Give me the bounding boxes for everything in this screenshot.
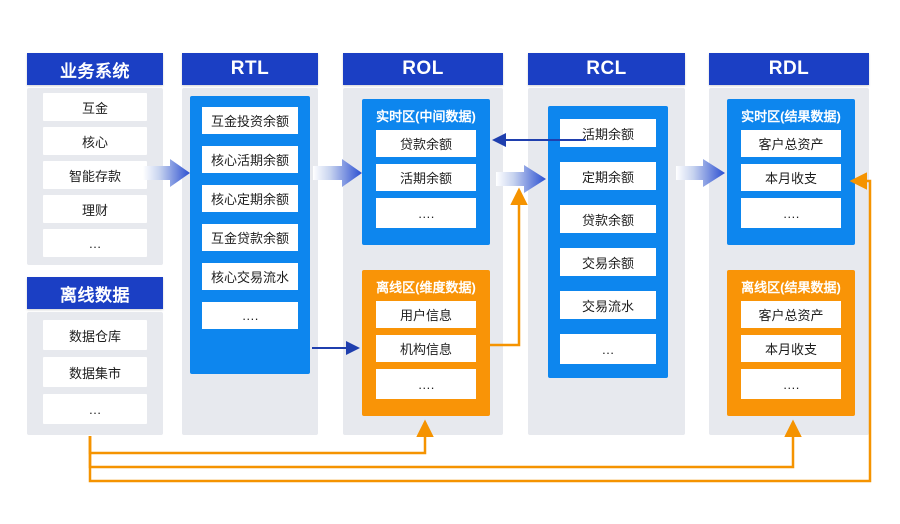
wire-offline-source-to-rol-offline	[88, 419, 434, 455]
list-item[interactable]: 理财	[43, 195, 147, 223]
arrow-rol-to-rcl	[496, 165, 546, 193]
list-item[interactable]: 交易流水	[560, 291, 656, 319]
list-item[interactable]: 活期余额	[376, 164, 476, 191]
list-item[interactable]: 数据仓库	[43, 320, 147, 350]
list-item[interactable]: 客户总资产	[741, 130, 841, 157]
list-item[interactable]: 互金	[43, 93, 147, 121]
list-item[interactable]: 本月收支	[741, 164, 841, 191]
zone-rtl: 互金投资余额 核心活期余额 核心定期余额 互金贷款余额 核心交易流水 ….	[190, 96, 310, 374]
list-item[interactable]: 用户信息	[376, 301, 476, 328]
zone-rdl-realtime: 实时区(结果数据) 客户总资产 本月收支 ….	[727, 99, 855, 245]
list-item[interactable]: 互金贷款余额	[202, 224, 298, 251]
list-item[interactable]: 本月收支	[741, 335, 841, 362]
list-item[interactable]: 数据集市	[43, 357, 147, 387]
list-item[interactable]: 活期余额	[560, 119, 656, 147]
wire-offline-source-to-rdl-realtime	[88, 172, 872, 483]
list-item[interactable]: 核心活期余额	[202, 146, 298, 173]
list-item[interactable]: 贷款余额	[376, 130, 476, 157]
list-item[interactable]: 客户总资产	[741, 301, 841, 328]
wire-offline-source-to-rdl-offline	[88, 419, 802, 469]
list-item[interactable]: …	[560, 334, 656, 364]
header-offline-source: 离线数据	[27, 277, 163, 309]
list-item[interactable]: 核心定期余额	[202, 185, 298, 212]
header-business: 业务系统	[27, 53, 163, 85]
arrow-rcl-to-rdl	[676, 159, 725, 187]
list-item[interactable]: ….	[202, 302, 298, 329]
zone-rcl: 活期余额 定期余额 贷款余额 交易余额 交易流水 …	[548, 106, 668, 378]
list-item[interactable]: …	[43, 394, 147, 424]
header-rtl: RTL	[182, 53, 318, 85]
list-item[interactable]: 核心	[43, 127, 147, 155]
zone-rol-offline: 离线区(维度数据) 用户信息 机构信息 ….	[362, 270, 490, 416]
list-item[interactable]: ….	[741, 369, 841, 399]
header-rdl: RDL	[709, 53, 869, 85]
list-item[interactable]: 交易余额	[560, 248, 656, 276]
zone-rdl-offline: 离线区(结果数据) 客户总资产 本月收支 ….	[727, 270, 855, 416]
list-item[interactable]: 智能存款	[43, 161, 147, 189]
zone-title: 离线区(维度数据)	[376, 280, 476, 295]
list-item[interactable]: ….	[741, 198, 841, 228]
list-item[interactable]: 贷款余额	[560, 205, 656, 233]
list-item[interactable]: ….	[376, 198, 476, 228]
zone-rol-realtime: 实时区(中间数据) 贷款余额 活期余额 ….	[362, 99, 490, 245]
arrow-rtl-to-rol-realtime	[313, 159, 362, 187]
list-item[interactable]: 互金投资余额	[202, 107, 298, 134]
zone-title: 实时区(结果数据)	[741, 109, 841, 124]
list-item[interactable]: …	[43, 229, 147, 257]
header-rol: ROL	[343, 53, 503, 85]
wire-rol-offline-to-rcl	[490, 187, 528, 347]
list-item[interactable]: 核心交易流水	[202, 263, 298, 290]
list-item[interactable]: 定期余额	[560, 162, 656, 190]
zone-title: 离线区(结果数据)	[741, 280, 841, 295]
list-item[interactable]: 机构信息	[376, 335, 476, 362]
arrow-business-to-rtl	[143, 159, 190, 187]
header-rcl: RCL	[528, 53, 685, 85]
list-item[interactable]: ….	[376, 369, 476, 399]
zone-title: 实时区(中间数据)	[376, 109, 476, 124]
